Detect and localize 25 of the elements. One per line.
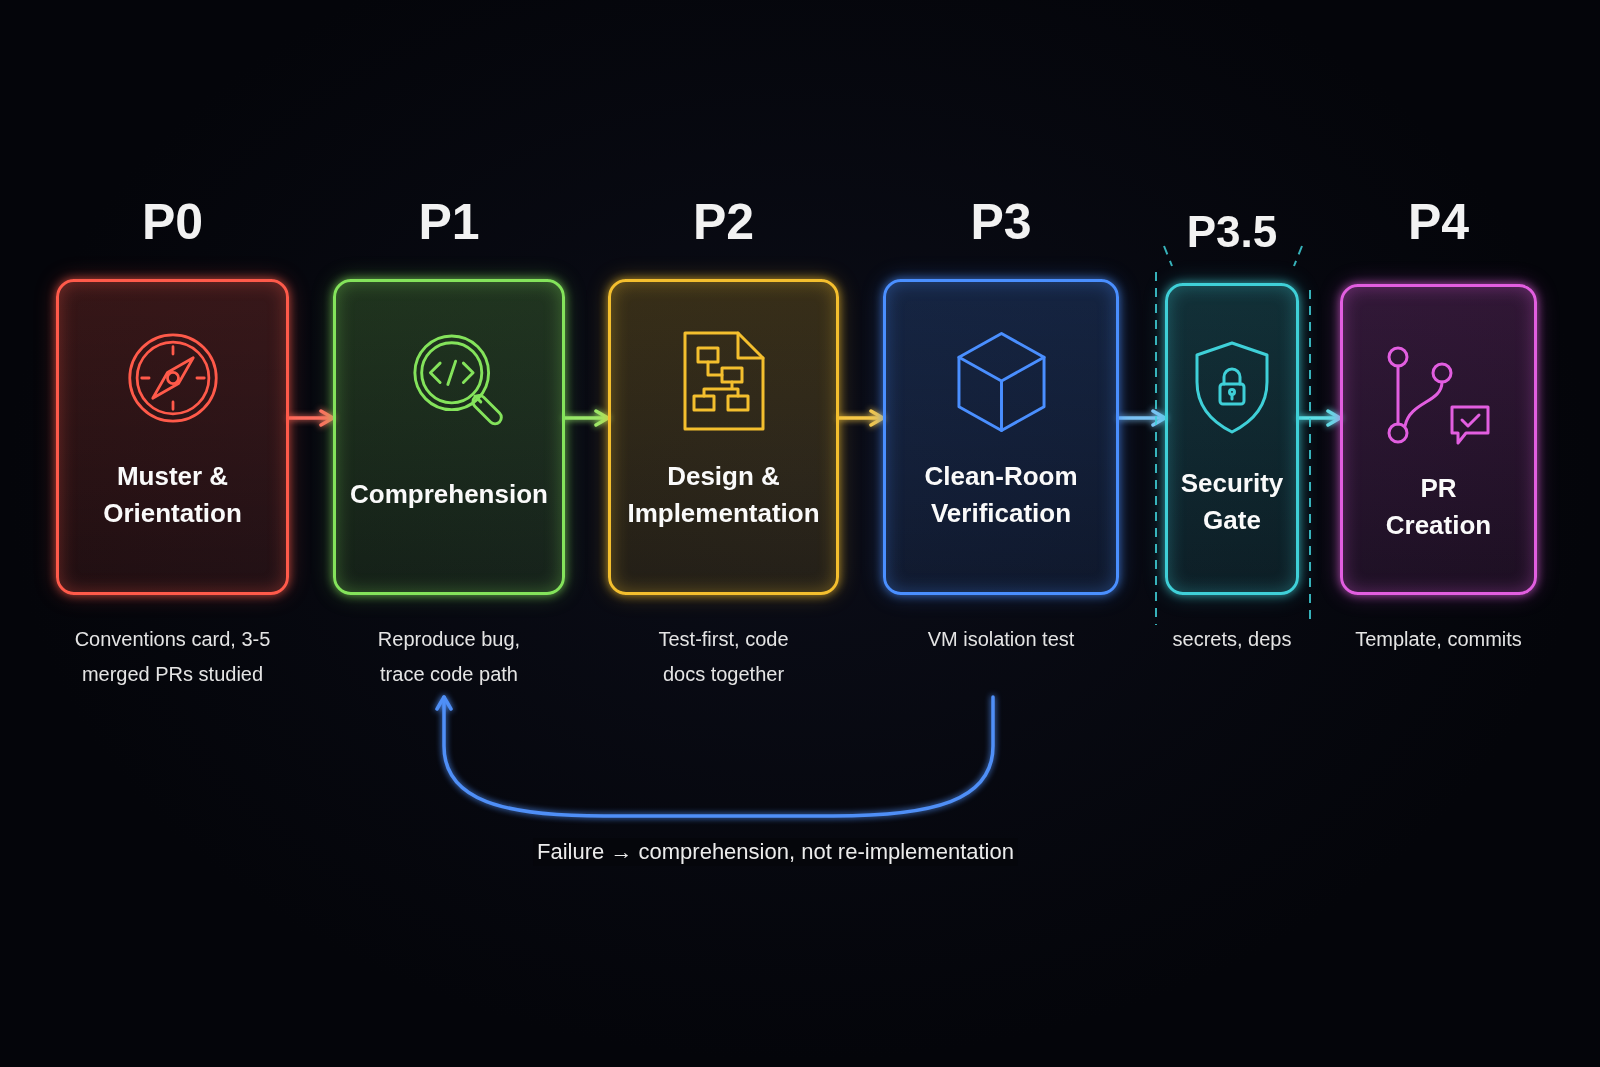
edge-label: Failure → comprehension, not re-implementation	[533, 838, 1018, 866]
step-title: Security Gate	[1179, 467, 1285, 537]
phase-label: P4	[1407, 197, 1470, 247]
phase-label: P0	[141, 197, 204, 247]
step-description: secrets, deps	[1171, 627, 1293, 652]
step-description: Template, commits	[1354, 627, 1523, 652]
step-title: Design & Implementation	[626, 460, 821, 530]
arrow	[837, 409, 885, 427]
step-description: Conventions card, 3-5 merged PRs studied	[73, 627, 272, 687]
arrow	[1117, 409, 1167, 427]
feedback-arrow	[435, 695, 995, 818]
step-title: Clean-Room Verification	[923, 460, 1079, 530]
phase-label: P3	[970, 197, 1032, 247]
arrow	[287, 409, 335, 427]
step-description: Reproduce bug, trace code path	[376, 627, 522, 687]
arrow	[1297, 409, 1342, 427]
phase-label: P1	[418, 197, 480, 247]
step-title: Muster & Orientation	[102, 460, 243, 530]
step-title: Comprehension	[349, 477, 549, 511]
phase-label: P2	[692, 197, 755, 247]
step-description: Test-first, code docs together	[657, 627, 790, 687]
phase-label: P3.5	[1186, 210, 1278, 254]
step-title: PR Creation	[1384, 472, 1493, 542]
step-description: VM isolation test	[926, 627, 1076, 652]
arrow	[563, 409, 610, 427]
